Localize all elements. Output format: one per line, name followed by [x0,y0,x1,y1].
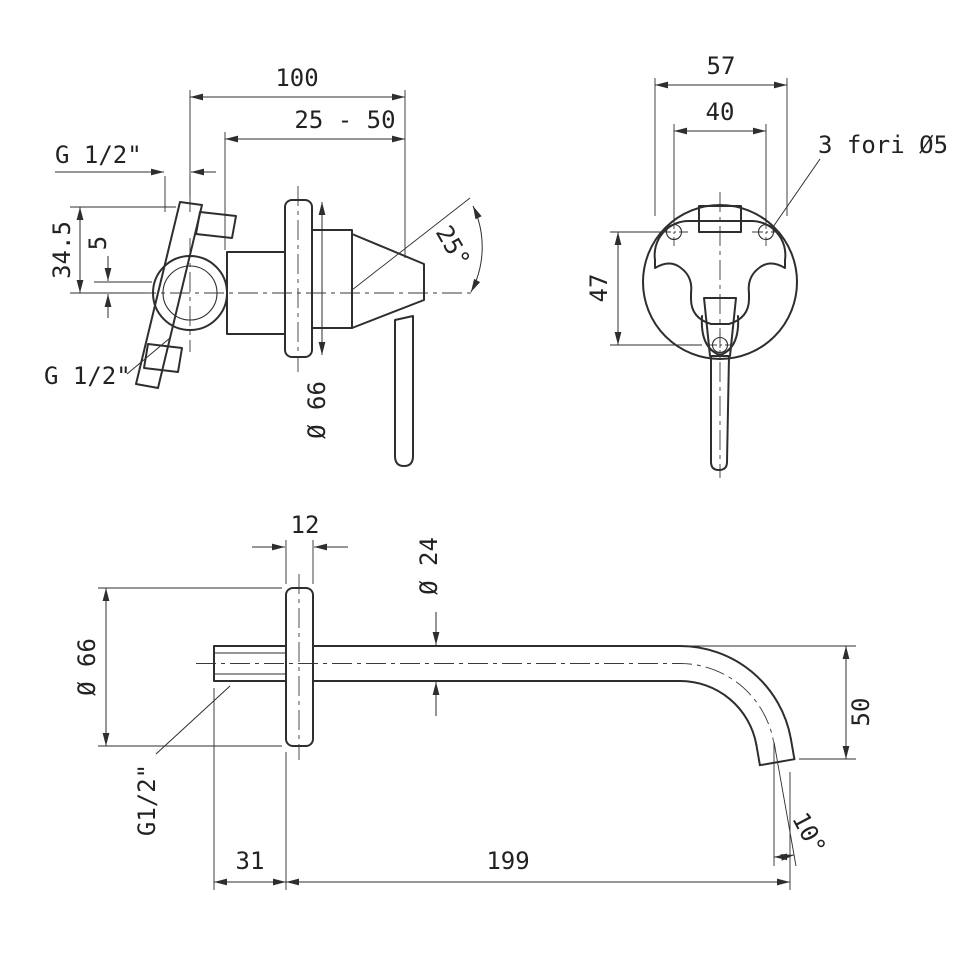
spout-centerline [196,663,775,742]
leader-line [772,158,821,228]
dim-text-g12-spout: G1/2" [133,764,161,836]
inlet-port-inner [162,265,218,321]
dim-text-g12-bottom: G 1/2" [44,362,131,390]
cartridge-housing [311,229,353,329]
dim-thread-bottom: G 1/2" [44,337,171,390]
spout-tube-inner [312,679,758,746]
dim-text-40: 40 [706,98,735,126]
mounting-bracket-plate [653,219,787,325]
bracket-top-tab [195,211,237,239]
dim-width-100: 100 [189,64,406,258]
mixer-front-outline [642,204,798,471]
nozzle-tip-inner [755,743,761,767]
dim-depth-range: 25 - 50 [224,106,405,250]
dim-text-d66: Ø 66 [303,381,331,439]
escutcheon-flange-side [284,199,313,358]
spout-side-view: 12 Ø 24 Ø 66 G1/2" 31 [73,511,875,890]
angle-arc [470,205,483,293]
dim-text-57: 57 [707,52,736,80]
dim-flange-diameter-side: Ø 66 [303,202,331,439]
dim-flange-diameter-spout: Ø 66 [73,587,282,747]
escutcheon-flange-spout [285,587,314,747]
dim-text-d24: Ø 24 [415,537,443,595]
angle-reference-line [351,197,471,291]
angle-arc [773,853,795,861]
dim-text-199: 199 [486,847,529,875]
threaded-nipple [213,645,287,682]
dim-text-47: 47 [585,274,613,303]
spout-tube-outer [312,644,792,740]
dim-text-50: 50 [847,698,875,727]
handle-lever [394,315,414,467]
spout-outline [213,587,796,767]
dim-text-d66-spout: Ø 66 [73,638,101,696]
dim-tube-diameter: Ø 24 [415,537,443,716]
note-text-3-fori: 3 fori Ø5 [818,131,948,159]
top-port [698,205,742,233]
mixer-body-outline [135,199,425,467]
leader-line [126,337,171,375]
dim-reach-199: 199 [286,772,791,890]
dim-text-5: 5 [84,236,112,250]
dim-text-100: 100 [275,64,318,92]
dim-width-57: 57 [654,52,788,216]
mixer-side-view: 25° 100 25 - 50 G 1/2" [44,64,483,467]
dim-hole-spacing-40: 40 [673,98,767,222]
bracket-bottom-tab [143,343,183,373]
dim-height-47: 47 [585,231,702,346]
dim-text-34-5: 34.5 [48,221,76,279]
dim-text-25-50: 25 - 50 [294,106,395,134]
dim-thread-top: G 1/2" [55,141,216,212]
dim-handle-angle: 25° [351,197,483,293]
dim-wall-offset-31: 31 [213,688,287,890]
dim-offset-5: 5 [84,236,152,318]
nozzle-tip-outer [789,737,796,761]
dim-drop-50: 50 [690,645,875,760]
wall-bracket-plate [135,201,203,389]
dim-height-34-5: 34.5 [48,206,176,294]
handle-lever-front [710,355,730,471]
note-three-holes: 3 fori Ø5 [772,131,948,228]
dim-text-25deg: 25° [430,221,476,273]
angle-axis-extension [773,741,797,867]
dim-flange-thickness-12: 12 [252,511,348,584]
leader-line [155,685,231,755]
mixer-front-view: 57 40 3 fori Ø5 47 [585,52,948,478]
handle-cone [351,233,425,329]
dim-text-31: 31 [236,847,265,875]
dim-thread-spout: G1/2" [133,685,231,836]
dim-text-g12-top: G 1/2" [55,141,142,169]
dim-text-12: 12 [291,511,320,539]
